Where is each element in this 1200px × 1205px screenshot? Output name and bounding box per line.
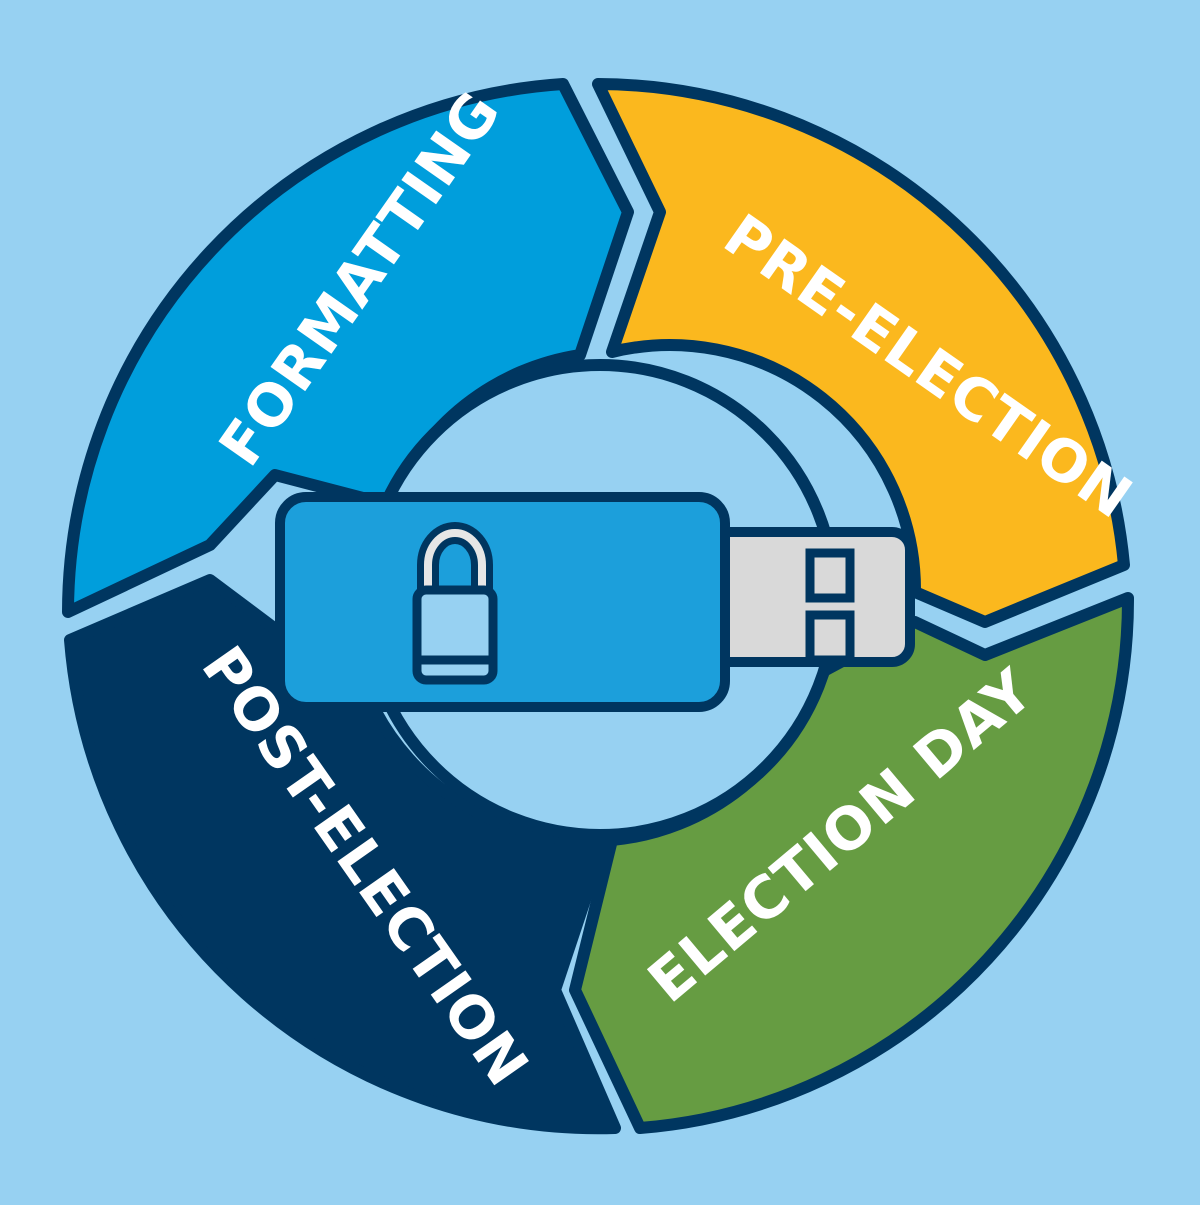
segment-election-day: ELECTION DAY (569, 592, 1135, 1134)
usb-body (275, 492, 730, 712)
usb-drive-icon (275, 492, 915, 712)
padlock-icon (412, 522, 498, 685)
